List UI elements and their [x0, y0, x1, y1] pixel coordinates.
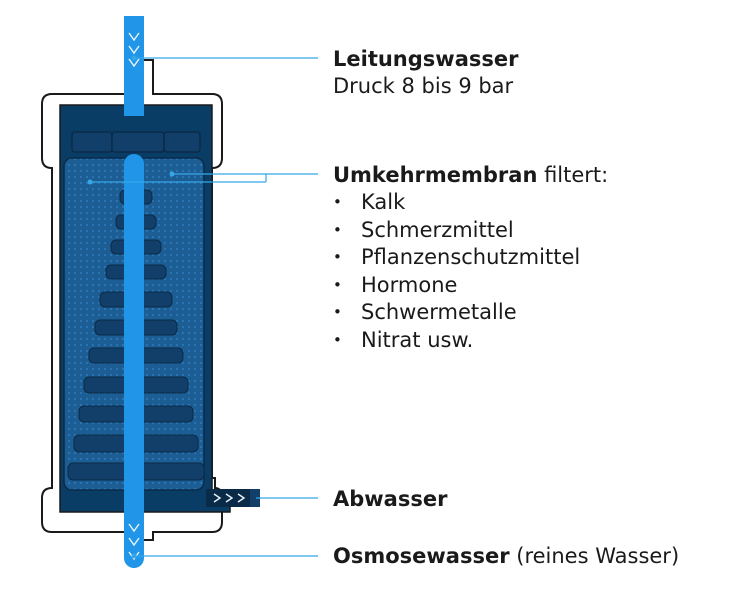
filtered-substances-list: Kalk Schmerzmittel Pflanzenschutzmittel …	[333, 189, 608, 354]
leader-lines	[90, 57, 318, 557]
list-item: Kalk	[333, 189, 608, 217]
membrane-suffix: filtert:	[537, 163, 609, 187]
cap-chamber-center	[111, 131, 165, 153]
inlet-channel	[74, 116, 200, 128]
permeate-tube	[124, 154, 144, 568]
list-item: Hormone	[333, 272, 608, 300]
inlet-subtitle: Druck 8 bis 9 bar	[333, 74, 514, 98]
inlet-pipe	[124, 16, 144, 124]
waste-title: Abwasser	[333, 487, 448, 511]
list-item: Schmerzmittel	[333, 217, 608, 245]
permeate-flow-arrows-icon	[128, 523, 140, 561]
leader-dots	[87, 55, 175, 559]
inlet-flow-arrows-icon	[128, 32, 140, 68]
waste-outlet-cap	[250, 489, 260, 507]
list-item: Schwermetalle	[333, 299, 608, 327]
permeate-suffix: (reines Wasser)	[509, 544, 680, 568]
permeate-label: Osmosewasser (reines Wasser)	[333, 543, 679, 570]
cap-chamber-left	[71, 131, 113, 153]
list-item: Nitrat usw.	[333, 327, 608, 355]
permeate-title: Osmosewasser	[333, 544, 510, 568]
membrane-title: Umkehrmembran	[333, 163, 538, 187]
inlet-label: Leitungswasser Druck 8 bis 9 bar	[333, 46, 518, 100]
cap-chamber-right	[163, 131, 201, 153]
waste-flow-arrows-icon	[213, 493, 246, 503]
list-item: Pflanzenschutzmittel	[333, 244, 608, 272]
membrane-label: Umkehrmembran filtert: Kalk Schmerzmitte…	[333, 162, 608, 354]
waste-label: Abwasser	[333, 486, 447, 513]
inlet-title: Leitungswasser	[333, 47, 519, 71]
